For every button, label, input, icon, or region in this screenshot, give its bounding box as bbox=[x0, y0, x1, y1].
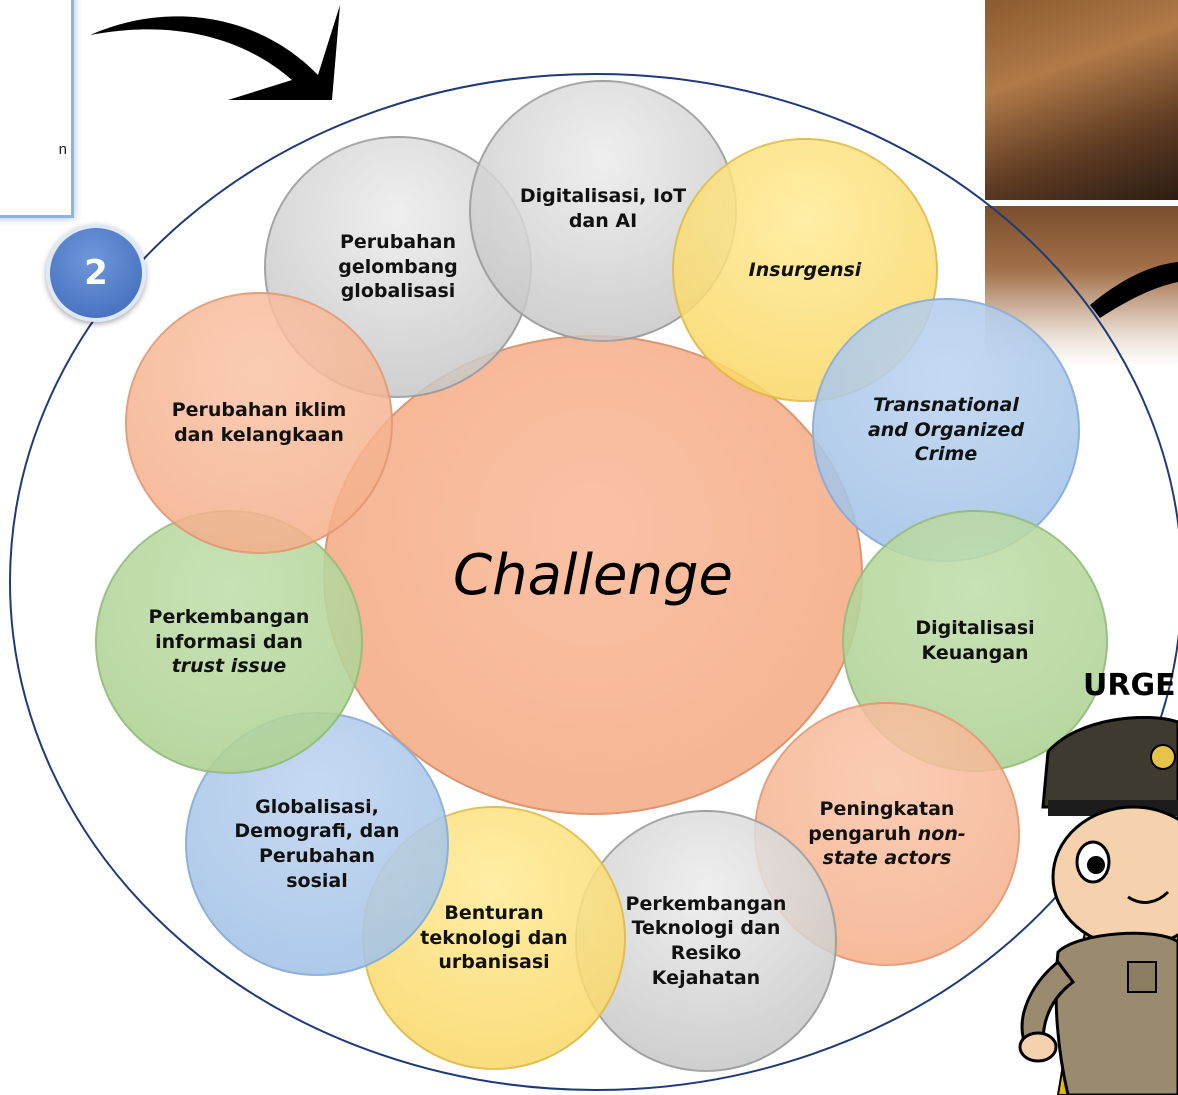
police-mascot-illustration bbox=[1018, 715, 1178, 1095]
left-box-text: n bbox=[58, 141, 67, 158]
label-teknologi-kejahatan: Perkembangan Teknologi dan Resiko Kejaha… bbox=[625, 892, 787, 989]
step-number-badge: 2 bbox=[46, 224, 146, 322]
label-transnational-crime: Transnational and Organized Crime bbox=[867, 393, 1025, 466]
label-informasi-trust: Perkembangan informasi dan trust issue bbox=[148, 605, 310, 678]
label-digitalisasi-keuangan: Digitalisasi Keuangan bbox=[915, 617, 1035, 664]
challenge-label: Challenge bbox=[453, 542, 733, 608]
label-insurgensi: Insurgensi bbox=[748, 258, 862, 281]
badge-number: 2 bbox=[84, 253, 108, 293]
circle-non-state-actors: Peningkatan pengaruh non- state actors bbox=[754, 702, 1020, 966]
label-perubahan-iklim: Perubahan iklim dan kelangkaan bbox=[171, 399, 347, 446]
label-non-state-actors: Peningkatan pengaruh non- state actors bbox=[808, 797, 966, 870]
center-challenge-circle: Challenge bbox=[323, 335, 863, 815]
outer-ellipse bbox=[9, 73, 1178, 1091]
photo-top bbox=[985, 0, 1178, 200]
label-benturan-teknologi: Benturan teknologi dan urbanisasi bbox=[420, 901, 568, 974]
urgency-heading: URGE bbox=[1083, 668, 1176, 703]
left-text-box: n bbox=[0, 0, 74, 218]
curved-arrow-right bbox=[1090, 262, 1178, 318]
label-digitalisasi-iot-ai: Digitalisasi, IoT dan AI bbox=[519, 185, 687, 232]
circle-perubahan-iklim: Perubahan iklim dan kelangkaan bbox=[125, 292, 393, 554]
label-globalisasi-demografi: Globalisasi, Demografi, dan Perubahan so… bbox=[234, 795, 400, 892]
curved-arrow-top bbox=[90, 5, 340, 100]
label-gelombang-globalisasi: Perubahan gelombang globalisasi bbox=[338, 230, 458, 303]
circle-informasi-trust: Perkembangan informasi dan trust issue bbox=[95, 510, 363, 774]
